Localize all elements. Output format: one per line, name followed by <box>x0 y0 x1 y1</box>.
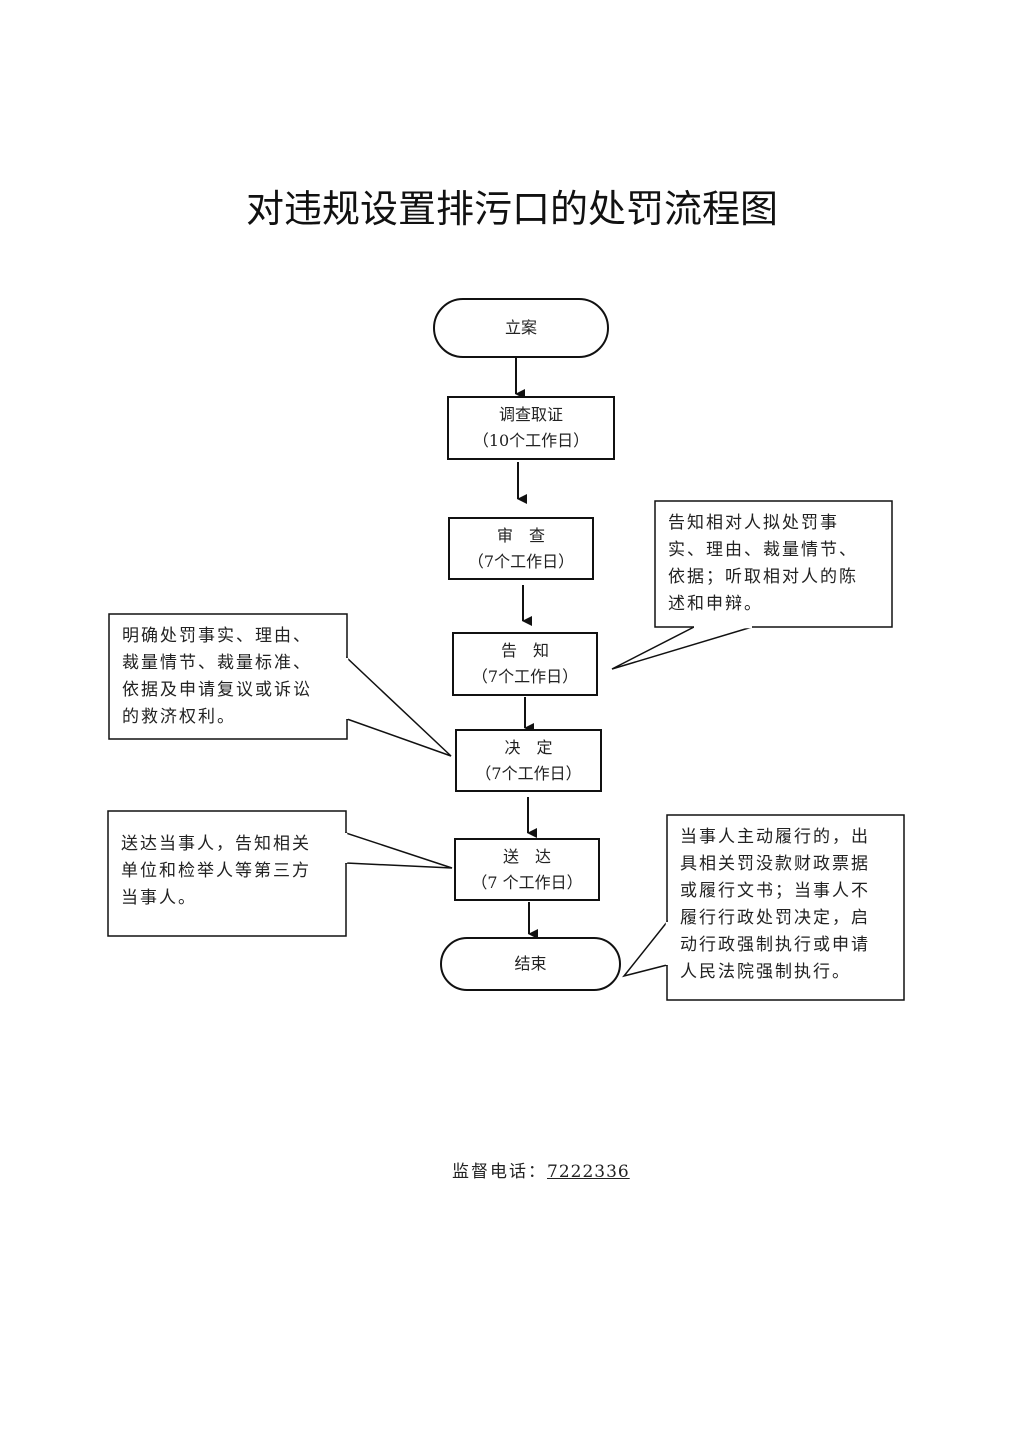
callout-line: 履行行政处罚决定，启 <box>680 908 870 928</box>
node-duration: （10个工作日） <box>472 431 590 450</box>
node-label: 调查取证 <box>498 405 563 424</box>
node-investigate-shape <box>447 396 615 460</box>
callout-line: 当事人。 <box>121 888 197 908</box>
callout-line: 送达当事人，告知相关 <box>121 834 311 854</box>
callout-line: 具相关罚没款财政票据 <box>680 854 870 874</box>
node-investigate: 调查取证 （10个工作日） <box>448 402 614 454</box>
hotline-number[interactable]: 7222336 <box>547 1162 630 1182</box>
decide-note-box <box>108 613 348 740</box>
callout-line: 人民法院强制执行。 <box>680 962 851 982</box>
callout-line: 或履行文书；当事人不 <box>680 881 870 901</box>
notify-note: 告知相对人拟处罚事实、理由、裁量情节、依据；听取相对人的陈述和申辩。 <box>668 510 858 618</box>
callout-line: 当事人主动履行的，出 <box>680 827 870 847</box>
node-label: 告 知 <box>500 641 549 660</box>
decide-note: 明确处罚事实、理由、裁量情节、裁量标准、依据及申请复议或诉讼的救济权利。 <box>122 623 312 731</box>
node-duration: （7 个工作日） <box>471 872 583 892</box>
node-start-shape <box>433 298 609 358</box>
node-label: 审 查 <box>496 525 545 545</box>
node-duration: （7个工作日） <box>467 551 575 571</box>
notify-note-box <box>654 500 893 628</box>
callout-line: 裁量情节、裁量标准、 <box>122 653 312 673</box>
notify-note-pointer <box>611 626 753 670</box>
callout-line: 实、理由、裁量情节、 <box>668 540 858 560</box>
node-label: 决 定 <box>504 737 553 757</box>
deliver-note: 送达当事人，告知相关单位和检举人等第三方当事人。 <box>121 831 311 912</box>
node-decide-shape <box>455 729 602 792</box>
node-start: 立案 <box>434 315 608 341</box>
node-review: 审 查 （7个工作日） <box>449 523 593 575</box>
node-deliver: 送 达 （7 个工作日） <box>455 844 599 896</box>
node-decide: 决 定 （7个工作日） <box>456 735 601 787</box>
node-deliver-shape <box>454 838 600 901</box>
callout-line: 告知相对人拟处罚事 <box>668 513 839 533</box>
node-label: 送 达 <box>502 846 551 866</box>
node-label: 立案 <box>504 318 537 337</box>
end-note: 当事人主动履行的，出具相关罚没款财政票据或履行文书；当事人不履行行政处罚决定，启… <box>680 824 870 986</box>
node-notify: 告 知 （7个工作日） <box>453 638 597 690</box>
decide-note-pointer <box>346 656 452 757</box>
page-title: 对违规设置排污口的处罚流程图 <box>245 187 778 231</box>
node-duration: （7个工作日） <box>471 667 579 686</box>
end-note-pointer <box>622 919 668 978</box>
callout-line: 动行政强制执行或申请 <box>680 935 870 955</box>
node-end: 结束 <box>441 951 620 977</box>
supervision-hotline: 监督电话：7222336 <box>452 1157 630 1182</box>
node-end-shape <box>440 937 621 991</box>
deliver-note-pointer <box>345 831 453 869</box>
node-duration: （7个工作日） <box>475 763 582 783</box>
callout-line: 明确处罚事实、理由、 <box>122 626 312 646</box>
callout-line: 的救济权利。 <box>122 707 236 727</box>
callout-line: 依据及申请复议或诉讼 <box>122 680 312 700</box>
callout-line: 述和申辩。 <box>668 594 763 614</box>
node-review-shape <box>448 517 594 580</box>
node-notify-shape <box>452 632 598 696</box>
end-note-box <box>666 814 905 1001</box>
hotline-label: 监督电话： <box>452 1162 547 1182</box>
node-label: 结束 <box>514 954 547 973</box>
callout-line: 单位和检举人等第三方 <box>121 861 311 881</box>
callout-line: 依据；听取相对人的陈 <box>668 567 858 587</box>
deliver-note-box <box>107 810 347 937</box>
